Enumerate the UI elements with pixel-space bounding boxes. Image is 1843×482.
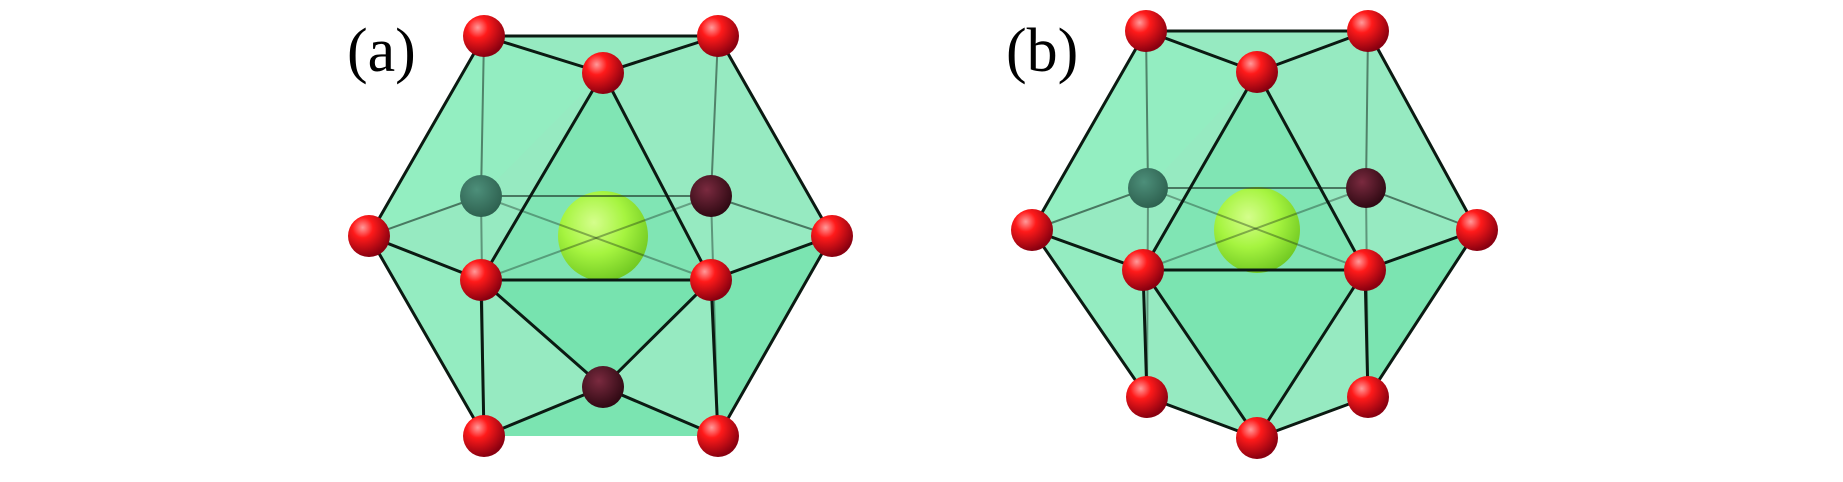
polyhedron-edge: [480, 195, 712, 281]
polyhedron-face: [481, 73, 711, 280]
oxygen-atom: [697, 415, 739, 457]
polyhedron-face: [481, 36, 603, 196]
polyhedron-edge: [710, 195, 833, 237]
center-atom: [1214, 187, 1300, 273]
polyhedron-edge: [710, 195, 719, 437]
polyhedron-edge: [1255, 70, 1367, 272]
oxygen-atom: [1128, 168, 1168, 208]
polyhedron-face: [1143, 270, 1365, 438]
polyhedron-edge: [367, 34, 486, 238]
polyhedron-edge: [601, 278, 713, 389]
oxygen-atom: [1011, 209, 1053, 251]
panel-a-polyhedron: [348, 15, 853, 457]
polyhedron-edge: [1141, 268, 1149, 399]
oxygen-atom: [1347, 10, 1389, 52]
oxygen-atom: [460, 259, 502, 301]
polyhedron-edge: [1145, 30, 1149, 189]
oxygen-atom: [1344, 249, 1386, 291]
polyhedron-edge: [1141, 268, 1259, 440]
oxygen-atom: [697, 15, 739, 57]
oxygen-atom: [582, 52, 624, 94]
polyhedron-face: [1146, 31, 1257, 188]
polyhedron-edge: [1365, 187, 1369, 398]
polyhedron-edge: [367, 234, 486, 438]
polyhedron-face: [711, 236, 832, 436]
polyhedron-edge: [480, 195, 712, 281]
oxygen-atom: [1236, 417, 1278, 459]
oxygen-atom: [690, 259, 732, 301]
polyhedron-edge: [601, 71, 713, 282]
polyhedron-edge: [479, 71, 605, 282]
polyhedron-edge: [479, 278, 605, 389]
polyhedron-edge: [1142, 187, 1367, 271]
oxygen-atom: [1126, 376, 1168, 418]
panel-b-polyhedron: [1011, 10, 1498, 459]
polyhedron-edge: [1141, 70, 1259, 272]
polyhedron-edge: [1363, 268, 1370, 399]
polyhedron-edge: [1147, 187, 1366, 271]
polyhedron-edge: [480, 35, 485, 197]
polyhedron-edge: [1365, 30, 1369, 189]
polyhedron-edge: [716, 34, 834, 238]
oxygen-atom: [1122, 249, 1164, 291]
oxygen-atom: [1456, 209, 1498, 251]
polyhedron-edge: [1030, 29, 1148, 232]
polyhedron-edge: [1366, 228, 1479, 399]
polyhedron-face: [481, 280, 711, 387]
oxygen-atom: [1236, 51, 1278, 93]
polyhedron-edge: [1255, 268, 1367, 440]
oxygen-atom: [1125, 10, 1167, 52]
polyhedron-edge: [480, 195, 485, 437]
oxygen-atom: [582, 366, 624, 408]
oxygen-atom: [348, 215, 390, 257]
polyhedron-edge: [709, 234, 834, 282]
polyhedron-edge: [482, 385, 605, 438]
polyhedron-edge: [479, 278, 486, 438]
polyhedron-face: [484, 387, 718, 436]
oxygen-atom: [811, 215, 853, 257]
polyhedron-edge: [716, 234, 834, 438]
polyhedron-edge: [1146, 187, 1149, 398]
polyhedron-edge: [709, 278, 720, 438]
oxygen-atom: [690, 175, 732, 217]
panel-label-b: (b): [1006, 17, 1079, 85]
polyhedron-edge: [1366, 29, 1479, 232]
oxygen-atom: [1346, 168, 1386, 208]
center-atom: [558, 191, 648, 281]
oxygen-atom: [463, 415, 505, 457]
polyhedron-edge: [710, 35, 719, 197]
oxygen-atom: [1347, 376, 1389, 418]
panel-label-a: (a): [347, 17, 416, 85]
polyhedron-face: [1143, 72, 1365, 270]
oxygen-atom: [460, 175, 502, 217]
polyhedron-edge: [1030, 228, 1149, 399]
oxygen-atom: [463, 15, 505, 57]
